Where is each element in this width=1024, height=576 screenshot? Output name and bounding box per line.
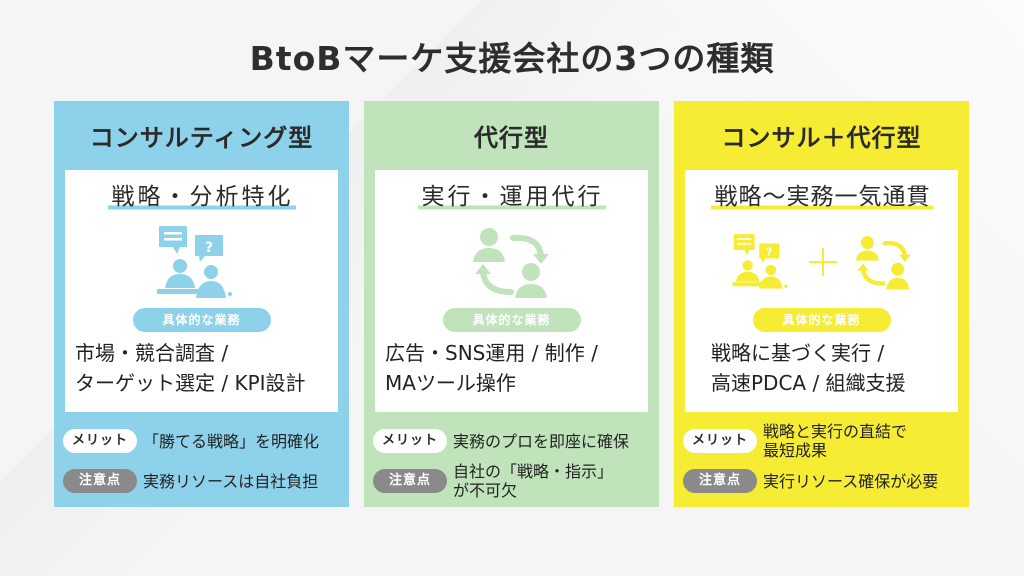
caution-tag: 注意点 — [373, 469, 447, 493]
tasks-line: 高速PDCA / 組織支援 — [711, 371, 906, 395]
caution-row: 注意点 実行リソース確保が必要 — [683, 463, 965, 499]
tasks-pill: 具体的な業務 — [752, 308, 891, 332]
card-hybrid: コンサル＋代行型 戦略〜実務一気通貫 — [674, 101, 969, 507]
caution-text: 実行リソース確保が必要 — [763, 471, 939, 491]
merit-row: メリット 「勝てる戦略」を明確化 — [63, 423, 345, 459]
people-exchange-icon — [853, 233, 915, 291]
tasks-line: MAツール操作 — [385, 371, 516, 395]
tasks-pill: 具体的な業務 — [442, 308, 581, 332]
merit-text: 実務のプロを即座に確保 — [453, 431, 630, 451]
card-subtitle: 実行・運用代行 — [417, 182, 606, 212]
consultation-icon: ? — [147, 224, 257, 300]
card-inner-panel: 実行・運用代行 — [375, 170, 648, 412]
svg-text:?: ? — [204, 240, 212, 256]
caution-text: 実務リソースは自社負担 — [143, 471, 319, 491]
tasks-line: 戦略に基づく実行 / — [711, 341, 885, 365]
caution-text: 自社の「戦略・指示」 が不可欠 — [453, 462, 614, 500]
tasks-text: 戦略に基づく実行 / 高速PDCA / 組織支援 — [711, 338, 952, 398]
caution-tag: 注意点 — [63, 469, 137, 493]
tasks-text: 市場・競合調査 / ターゲット選定 / KPI設計 — [75, 338, 332, 398]
caution-row: 注意点 自社の「戦略・指示」 が不可欠 — [373, 462, 655, 500]
tasks-line: 市場・競合調査 / — [75, 341, 229, 365]
caution-tag: 注意点 — [683, 469, 757, 493]
card-inner-panel: 戦略・分析特化 — [65, 170, 338, 412]
merit-row: メリット 戦略と実行の直結で 最短成果 — [683, 422, 965, 460]
tasks-line: 広告・SNS運用 / 制作 / — [385, 341, 598, 365]
card-agency: 代行型 実行・運用代行 — [364, 101, 659, 507]
merit-row: メリット 実務のプロを即座に確保 — [373, 423, 655, 459]
merit-text: 戦略と実行の直結で 最短成果 — [763, 422, 908, 460]
card-consulting: コンサルティング型 戦略・分析特化 — [54, 101, 349, 507]
merit-tag: メリット — [683, 429, 757, 453]
tasks-pill: 具体的な業務 — [132, 308, 271, 332]
merit-tag: メリット — [373, 429, 447, 453]
merit-text: 「勝てる戦略」を明確化 — [143, 431, 320, 451]
page-title: BtoBマーケ支援会社の3つの種類 — [249, 39, 775, 78]
card-header: コンサルティング型 — [89, 124, 314, 152]
card-inner-panel: 戦略〜実務一気通貫 — [685, 170, 958, 412]
card-subtitle: 戦略・分析特化 — [107, 182, 296, 212]
plus-icon — [807, 246, 839, 278]
svg-text:?: ? — [766, 247, 772, 259]
merit-tag: メリット — [63, 429, 137, 453]
people-exchange-icon — [469, 224, 555, 300]
tasks-text: 広告・SNS運用 / 制作 / MAツール操作 — [385, 338, 642, 398]
card-header: 代行型 — [474, 124, 549, 152]
card-subtitle: 戦略〜実務一気通貫 — [710, 182, 933, 212]
tasks-line: ターゲット選定 / KPI設計 — [75, 371, 306, 395]
card-header: コンサル＋代行型 — [721, 124, 922, 152]
caution-row: 注意点 実務リソースは自社負担 — [63, 463, 345, 499]
consultation-icon: ? — [729, 233, 793, 291]
